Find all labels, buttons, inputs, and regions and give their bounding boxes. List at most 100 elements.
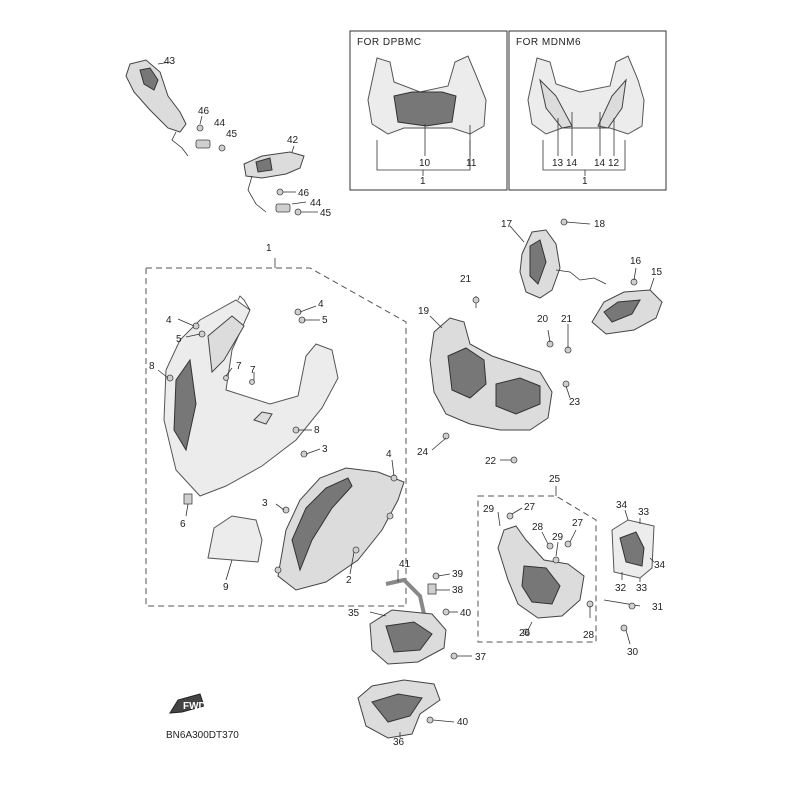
grommet-38 bbox=[427, 583, 437, 595]
callout-40a: 40 bbox=[460, 608, 472, 619]
inset-callout-14b: 14 bbox=[594, 158, 606, 169]
callout-21b: 21 bbox=[561, 314, 573, 325]
assembly-1-boundary bbox=[145, 267, 407, 607]
mirror-group: 43 46 44 45 42 46 44 45 bbox=[125, 56, 332, 219]
callout-9: 9 bbox=[223, 582, 229, 593]
grommet bbox=[183, 493, 193, 505]
inset-callout-11: 11 bbox=[466, 158, 477, 169]
callout-35: 35 bbox=[348, 608, 360, 619]
callout-21a: 21 bbox=[460, 274, 472, 285]
inset-callout-13: 13 bbox=[552, 158, 564, 169]
callout-4c: 4 bbox=[386, 449, 392, 460]
inset-stripe-right bbox=[597, 78, 627, 129]
inset-callout-14a: 14 bbox=[566, 158, 578, 169]
callout-27b: 27 bbox=[572, 518, 584, 529]
cowling-vent bbox=[253, 411, 273, 425]
callout-19: 19 bbox=[418, 306, 430, 317]
callout-33b: 33 bbox=[636, 583, 648, 594]
inset-leader-mdnm6 bbox=[542, 140, 626, 171]
callout-36: 36 bbox=[393, 737, 405, 748]
inset-callout-1-mdnm6: 1 bbox=[582, 176, 588, 187]
callout-42: 42 bbox=[287, 135, 299, 146]
inset-title-mdnm6: FOR MDNM6 bbox=[516, 37, 581, 48]
callout-8a: 8 bbox=[149, 361, 155, 372]
callout-34b: 34 bbox=[654, 560, 666, 571]
upper-cowling bbox=[163, 299, 339, 497]
cowling-stripe bbox=[207, 315, 245, 374]
mirror-left-glass bbox=[139, 67, 159, 91]
inset-callout-10: 10 bbox=[419, 158, 431, 169]
duct-group: 34 33 34 32 33 bbox=[611, 500, 666, 594]
callout-28b: 28 bbox=[583, 630, 595, 641]
stay-41 bbox=[385, 577, 426, 615]
position-light-15-lens bbox=[603, 299, 641, 323]
callout-7a: 7 bbox=[236, 361, 242, 372]
mirror-right-bracket bbox=[275, 203, 291, 213]
assembly-25: 25 29 27 28 27 29 26 28 31 30 bbox=[477, 474, 664, 658]
callout-3b: 3 bbox=[262, 498, 268, 509]
callout-41: 41 bbox=[399, 559, 411, 570]
callout-8b: 8 bbox=[314, 425, 320, 436]
callout-28a: 28 bbox=[532, 522, 544, 533]
fwd-label: FWD bbox=[183, 701, 206, 712]
callout-39: 39 bbox=[452, 569, 464, 580]
lower-screen bbox=[207, 515, 263, 563]
callout-44b: 44 bbox=[310, 198, 322, 209]
inset-cowl-dpbmc: 10 11 1 bbox=[367, 55, 487, 187]
callout-45b: 45 bbox=[320, 208, 332, 219]
callout-24: 24 bbox=[417, 447, 429, 458]
headlight-group: 18 17 16 15 19 21 20 21 23 24 22 bbox=[417, 218, 663, 467]
inset-title-dpbmc: FOR DPBMC bbox=[357, 37, 422, 48]
callout-16: 16 bbox=[630, 256, 642, 267]
callout-5b: 5 bbox=[322, 315, 328, 326]
inner-panel-19-opening bbox=[447, 347, 487, 399]
callout-25: 25 bbox=[549, 474, 561, 485]
callout-4b: 4 bbox=[318, 299, 324, 310]
cowling-side-panel bbox=[173, 358, 197, 452]
windshield-shade bbox=[291, 477, 353, 572]
diagram-code: BN6A300DT370 bbox=[166, 730, 239, 741]
inset-cowl-mdnm6: 13 14 14 12 1 bbox=[527, 55, 645, 187]
side-light-17-lens bbox=[529, 239, 547, 285]
callout-46b: 46 bbox=[298, 188, 310, 199]
mirror-left-bracket bbox=[195, 139, 211, 149]
callout-15: 15 bbox=[651, 267, 663, 278]
mirror-left bbox=[125, 59, 187, 133]
inner-panel-19 bbox=[429, 317, 553, 431]
callout-29a: 29 bbox=[483, 504, 495, 515]
callout-38: 38 bbox=[452, 585, 464, 596]
callout-29b: 29 bbox=[552, 532, 564, 543]
inset-stripe-left bbox=[539, 78, 573, 129]
callout-1: 1 bbox=[266, 243, 272, 254]
inner-panel-19-opening-right bbox=[495, 377, 541, 415]
mirror-right-glass bbox=[255, 157, 273, 173]
lower-parts: 41 39 38 40 35 37 36 40 bbox=[348, 559, 487, 748]
callout-23: 23 bbox=[569, 397, 581, 408]
inset-windscreen-area-dpbmc bbox=[393, 91, 457, 127]
callout-18: 18 bbox=[594, 219, 606, 230]
fwd-arrow-icon bbox=[169, 693, 205, 714]
callout-37: 37 bbox=[475, 652, 487, 663]
callout-3a: 3 bbox=[322, 444, 328, 455]
inset-callout-12: 12 bbox=[608, 158, 620, 169]
assembly-25-boundary bbox=[477, 495, 597, 643]
cowling-assembly: 1 bbox=[145, 243, 407, 607]
fwd-indicator: FWD bbox=[169, 693, 206, 714]
inset-boxes: FOR DPBMC FOR MDNM6 10 11 1 13 1 bbox=[349, 30, 667, 191]
callout-34a: 34 bbox=[616, 500, 628, 511]
callout-44a: 44 bbox=[214, 118, 226, 129]
callout-40b: 40 bbox=[457, 717, 469, 728]
callout-5a: 5 bbox=[176, 334, 182, 345]
mirror-right bbox=[243, 151, 305, 179]
cover-36-shade bbox=[371, 693, 423, 723]
callout-46a: 46 bbox=[198, 106, 210, 117]
callout-27a: 27 bbox=[524, 502, 536, 513]
callout-2: 2 bbox=[346, 575, 352, 586]
callout-7b: 7 bbox=[250, 365, 256, 376]
callout-26: 26 bbox=[519, 628, 531, 639]
duct-32-opening bbox=[619, 531, 645, 567]
callout-32: 32 bbox=[615, 583, 627, 594]
callout-4a: 4 bbox=[166, 315, 172, 326]
bracket-26-shade bbox=[521, 565, 561, 605]
